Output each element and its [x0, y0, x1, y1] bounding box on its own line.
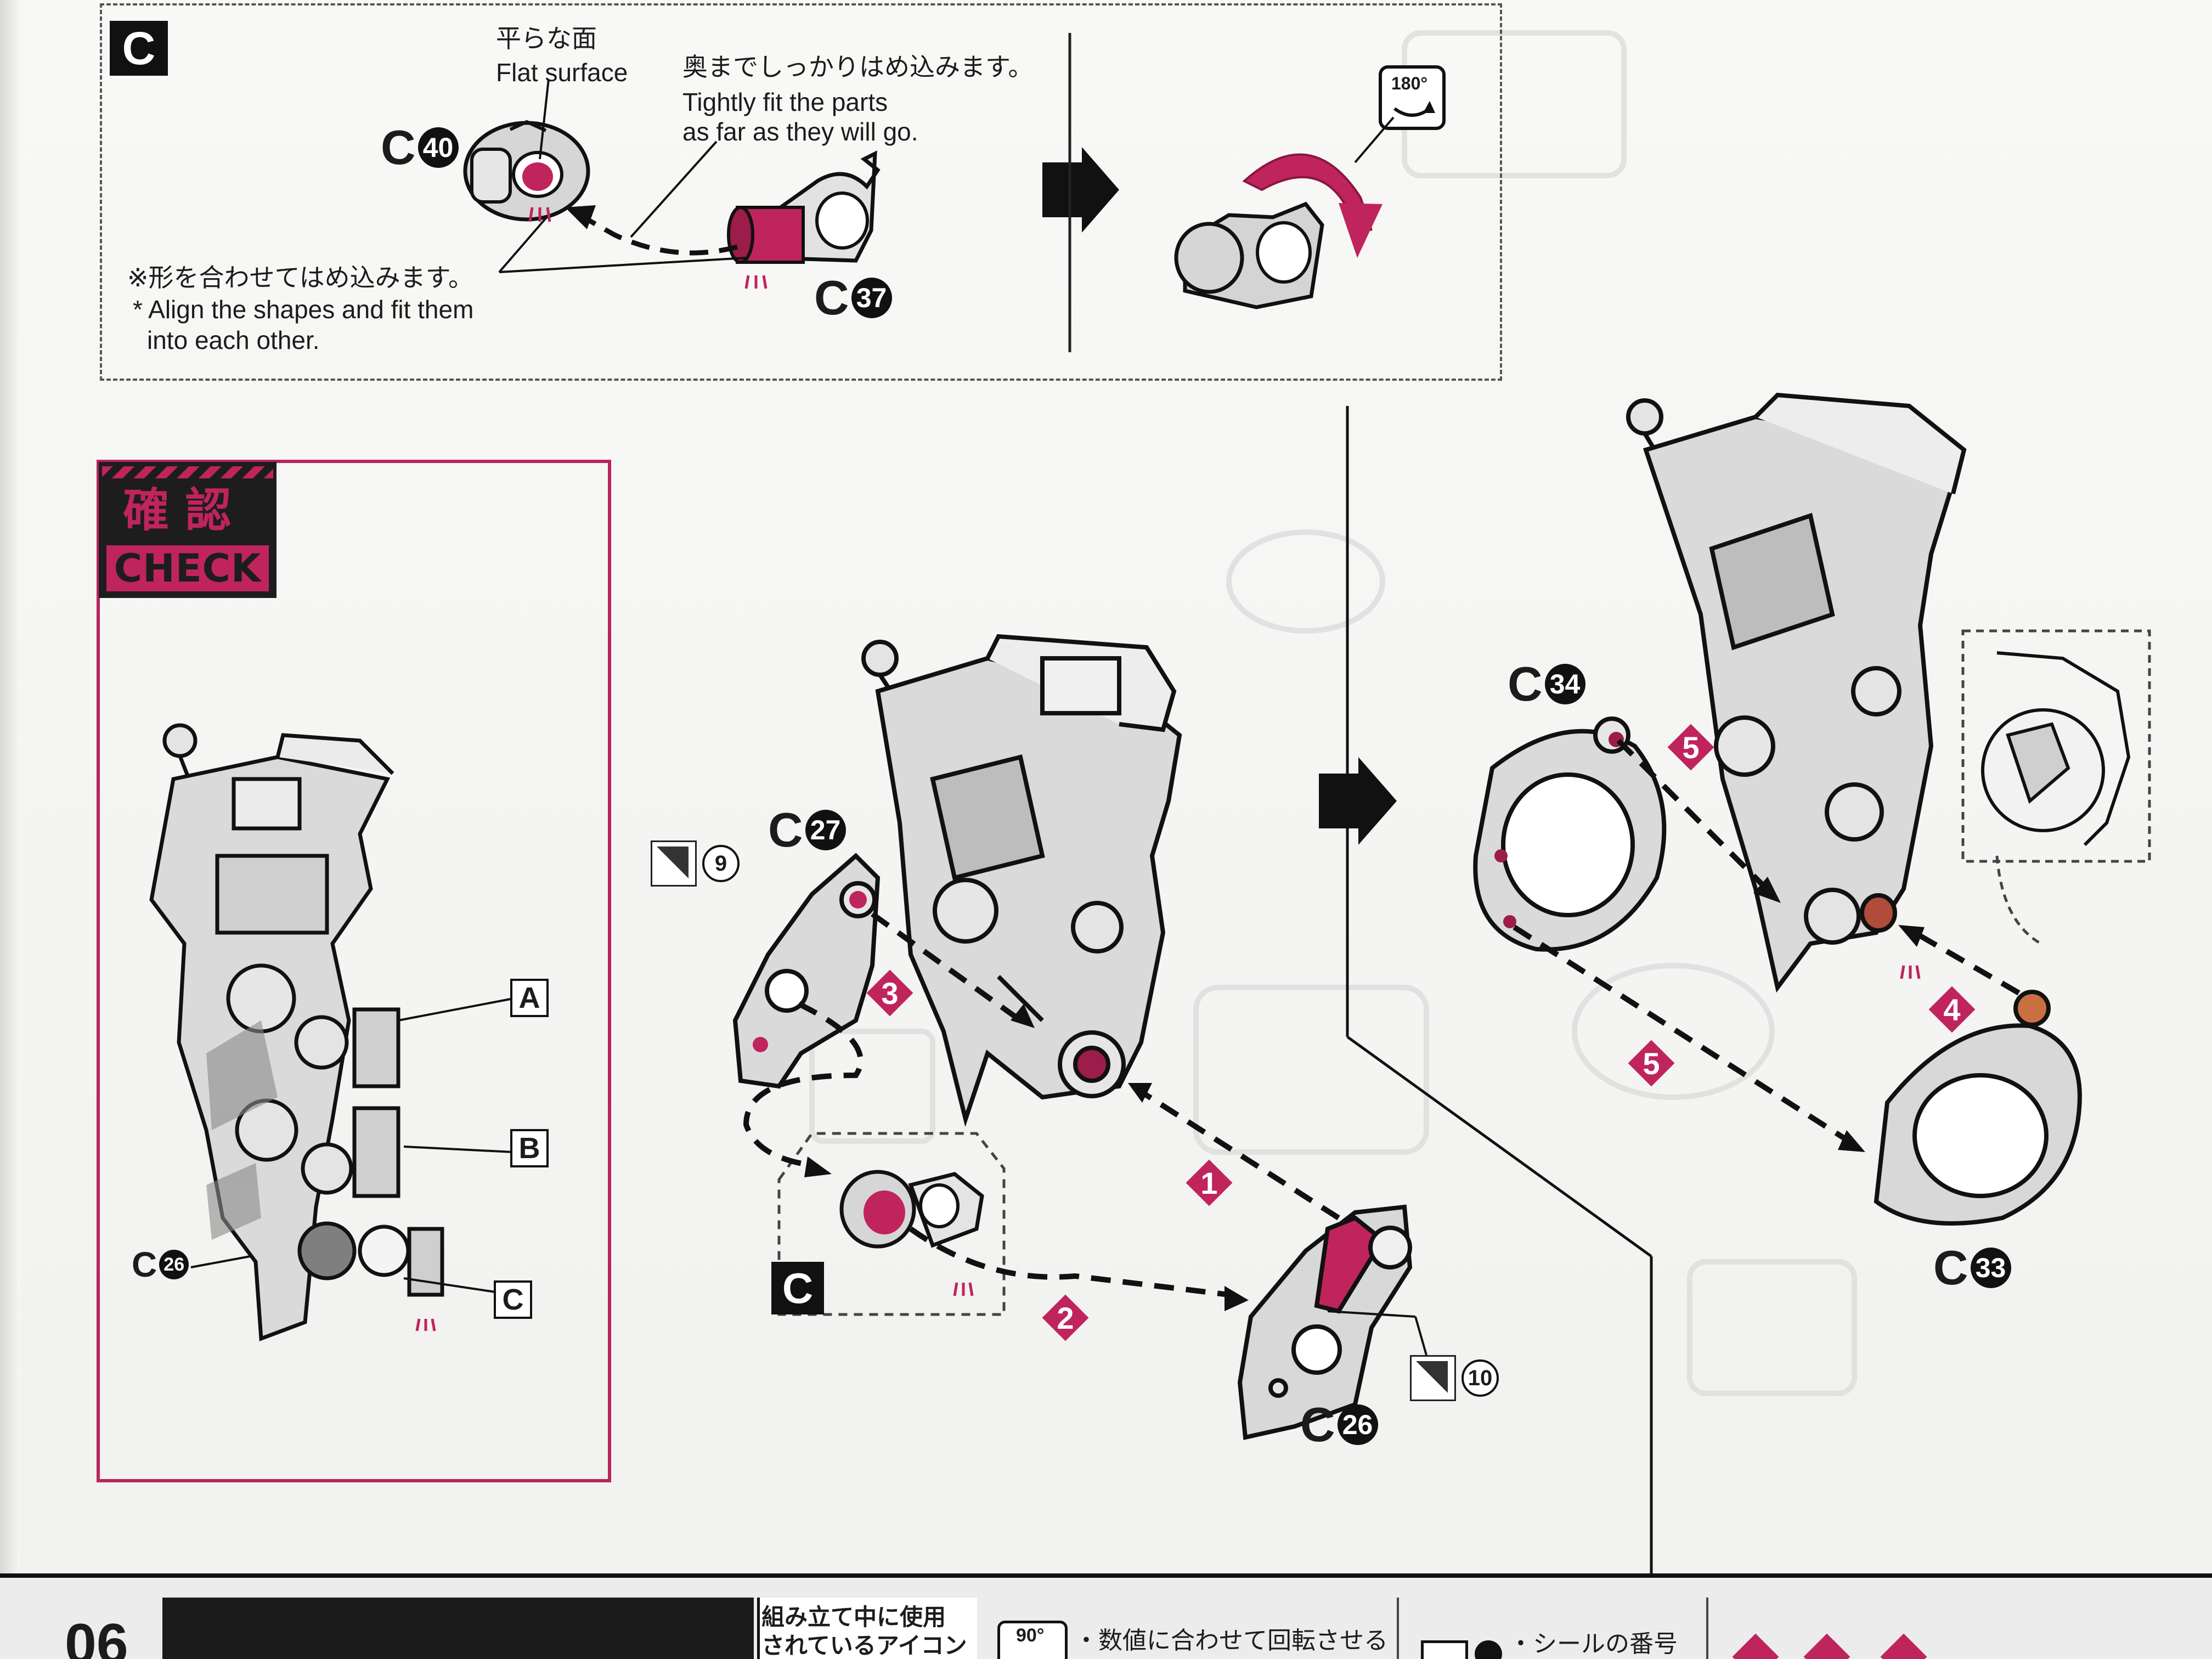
check-assembly-drawing — [149, 723, 514, 1341]
flat-surface-en: Flat surface — [496, 58, 628, 87]
rotate-180-badge-text: 180° — [1391, 74, 1428, 93]
footer-rotate-text: ・数値に合わせて回転させる — [1074, 1627, 1388, 1655]
assembled-coupler-drawing — [1174, 153, 1383, 309]
part-c34-drawing — [1473, 716, 1667, 952]
part-c40-drawing — [463, 120, 590, 222]
inset-c-label: C — [771, 1262, 824, 1314]
footer-rotate-value: 90° — [1016, 1625, 1045, 1646]
step-4-marker: 4 — [1929, 986, 1975, 1032]
footer-icons-jp-line2: されているアイコン — [761, 1632, 967, 1659]
section-c-box — [100, 3, 1502, 381]
part-c33-drawing — [1874, 990, 2082, 1226]
check-panel-frame — [97, 460, 611, 1482]
sticker-icon — [1410, 1355, 1456, 1401]
align-shapes-en-line1: * Align the shapes and fit them — [133, 295, 474, 324]
footer-seal-text: ・シールの番号 — [1509, 1630, 1678, 1658]
sticker-10: 10 — [1410, 1355, 1499, 1401]
footer-rotate-icon — [997, 1621, 1068, 1659]
section-c-label: C — [110, 21, 168, 76]
fit-parts-jp: 奥までしっかりはめ込みます。 — [682, 52, 1034, 82]
right-body-drawing — [1626, 392, 1967, 993]
step-1-marker: 1 — [1186, 1160, 1232, 1206]
align-shapes-en-line2: into each other. — [147, 326, 320, 354]
fit-parts-en-line2: as far as they will go. — [682, 117, 918, 146]
step-2-marker: 2 — [1042, 1295, 1088, 1341]
footer-icons-box — [757, 1598, 977, 1659]
step-arrow — [1042, 147, 1119, 233]
center-body-drawing — [861, 634, 1182, 1127]
footer-seal-icon — [1421, 1640, 1468, 1659]
section-c-drawings — [463, 33, 1446, 352]
footer-divider-2 — [1706, 1598, 1708, 1659]
inset-c-box — [777, 1132, 1006, 1316]
step-3-marker: 3 — [867, 970, 913, 1016]
check-label-a: A — [510, 979, 549, 1017]
fit-parts-en-line1: Tightly fit the parts — [682, 88, 888, 116]
footer-black-tab — [162, 1598, 754, 1659]
check-badge: 確 認 CHECK — [99, 462, 276, 598]
check-badge-stripes — [102, 466, 273, 478]
footer-seal-number-icon — [1475, 1640, 1502, 1659]
footer-icons-jp-line1: 組み立て中に使用 — [761, 1604, 946, 1630]
footer-rule — [0, 1573, 2212, 1578]
align-shapes-jp: ※形を合わせてはめ込みます。 — [127, 263, 474, 292]
page-number: 06 — [65, 1612, 128, 1659]
sticker-icon — [651, 840, 697, 887]
sticker-9: 9 — [651, 840, 740, 887]
footer-divider — [1397, 1598, 1399, 1659]
rotate-180-icon — [1354, 65, 1446, 163]
flat-surface-jp: 平らな面 — [496, 24, 597, 53]
binding-shadow — [0, 0, 20, 1659]
step-5-marker-upper: 5 — [1668, 724, 1714, 770]
step-5-marker-lower: 5 — [1628, 1040, 1674, 1086]
step-arrow-2 — [1319, 757, 1397, 845]
check-label-b: B — [510, 1129, 549, 1167]
check-title-en: CHECK — [106, 545, 269, 591]
check-label-c: C — [494, 1280, 532, 1319]
check-title-jp: 確 認 — [123, 483, 232, 537]
part-c26-drawing — [1237, 1204, 1413, 1440]
